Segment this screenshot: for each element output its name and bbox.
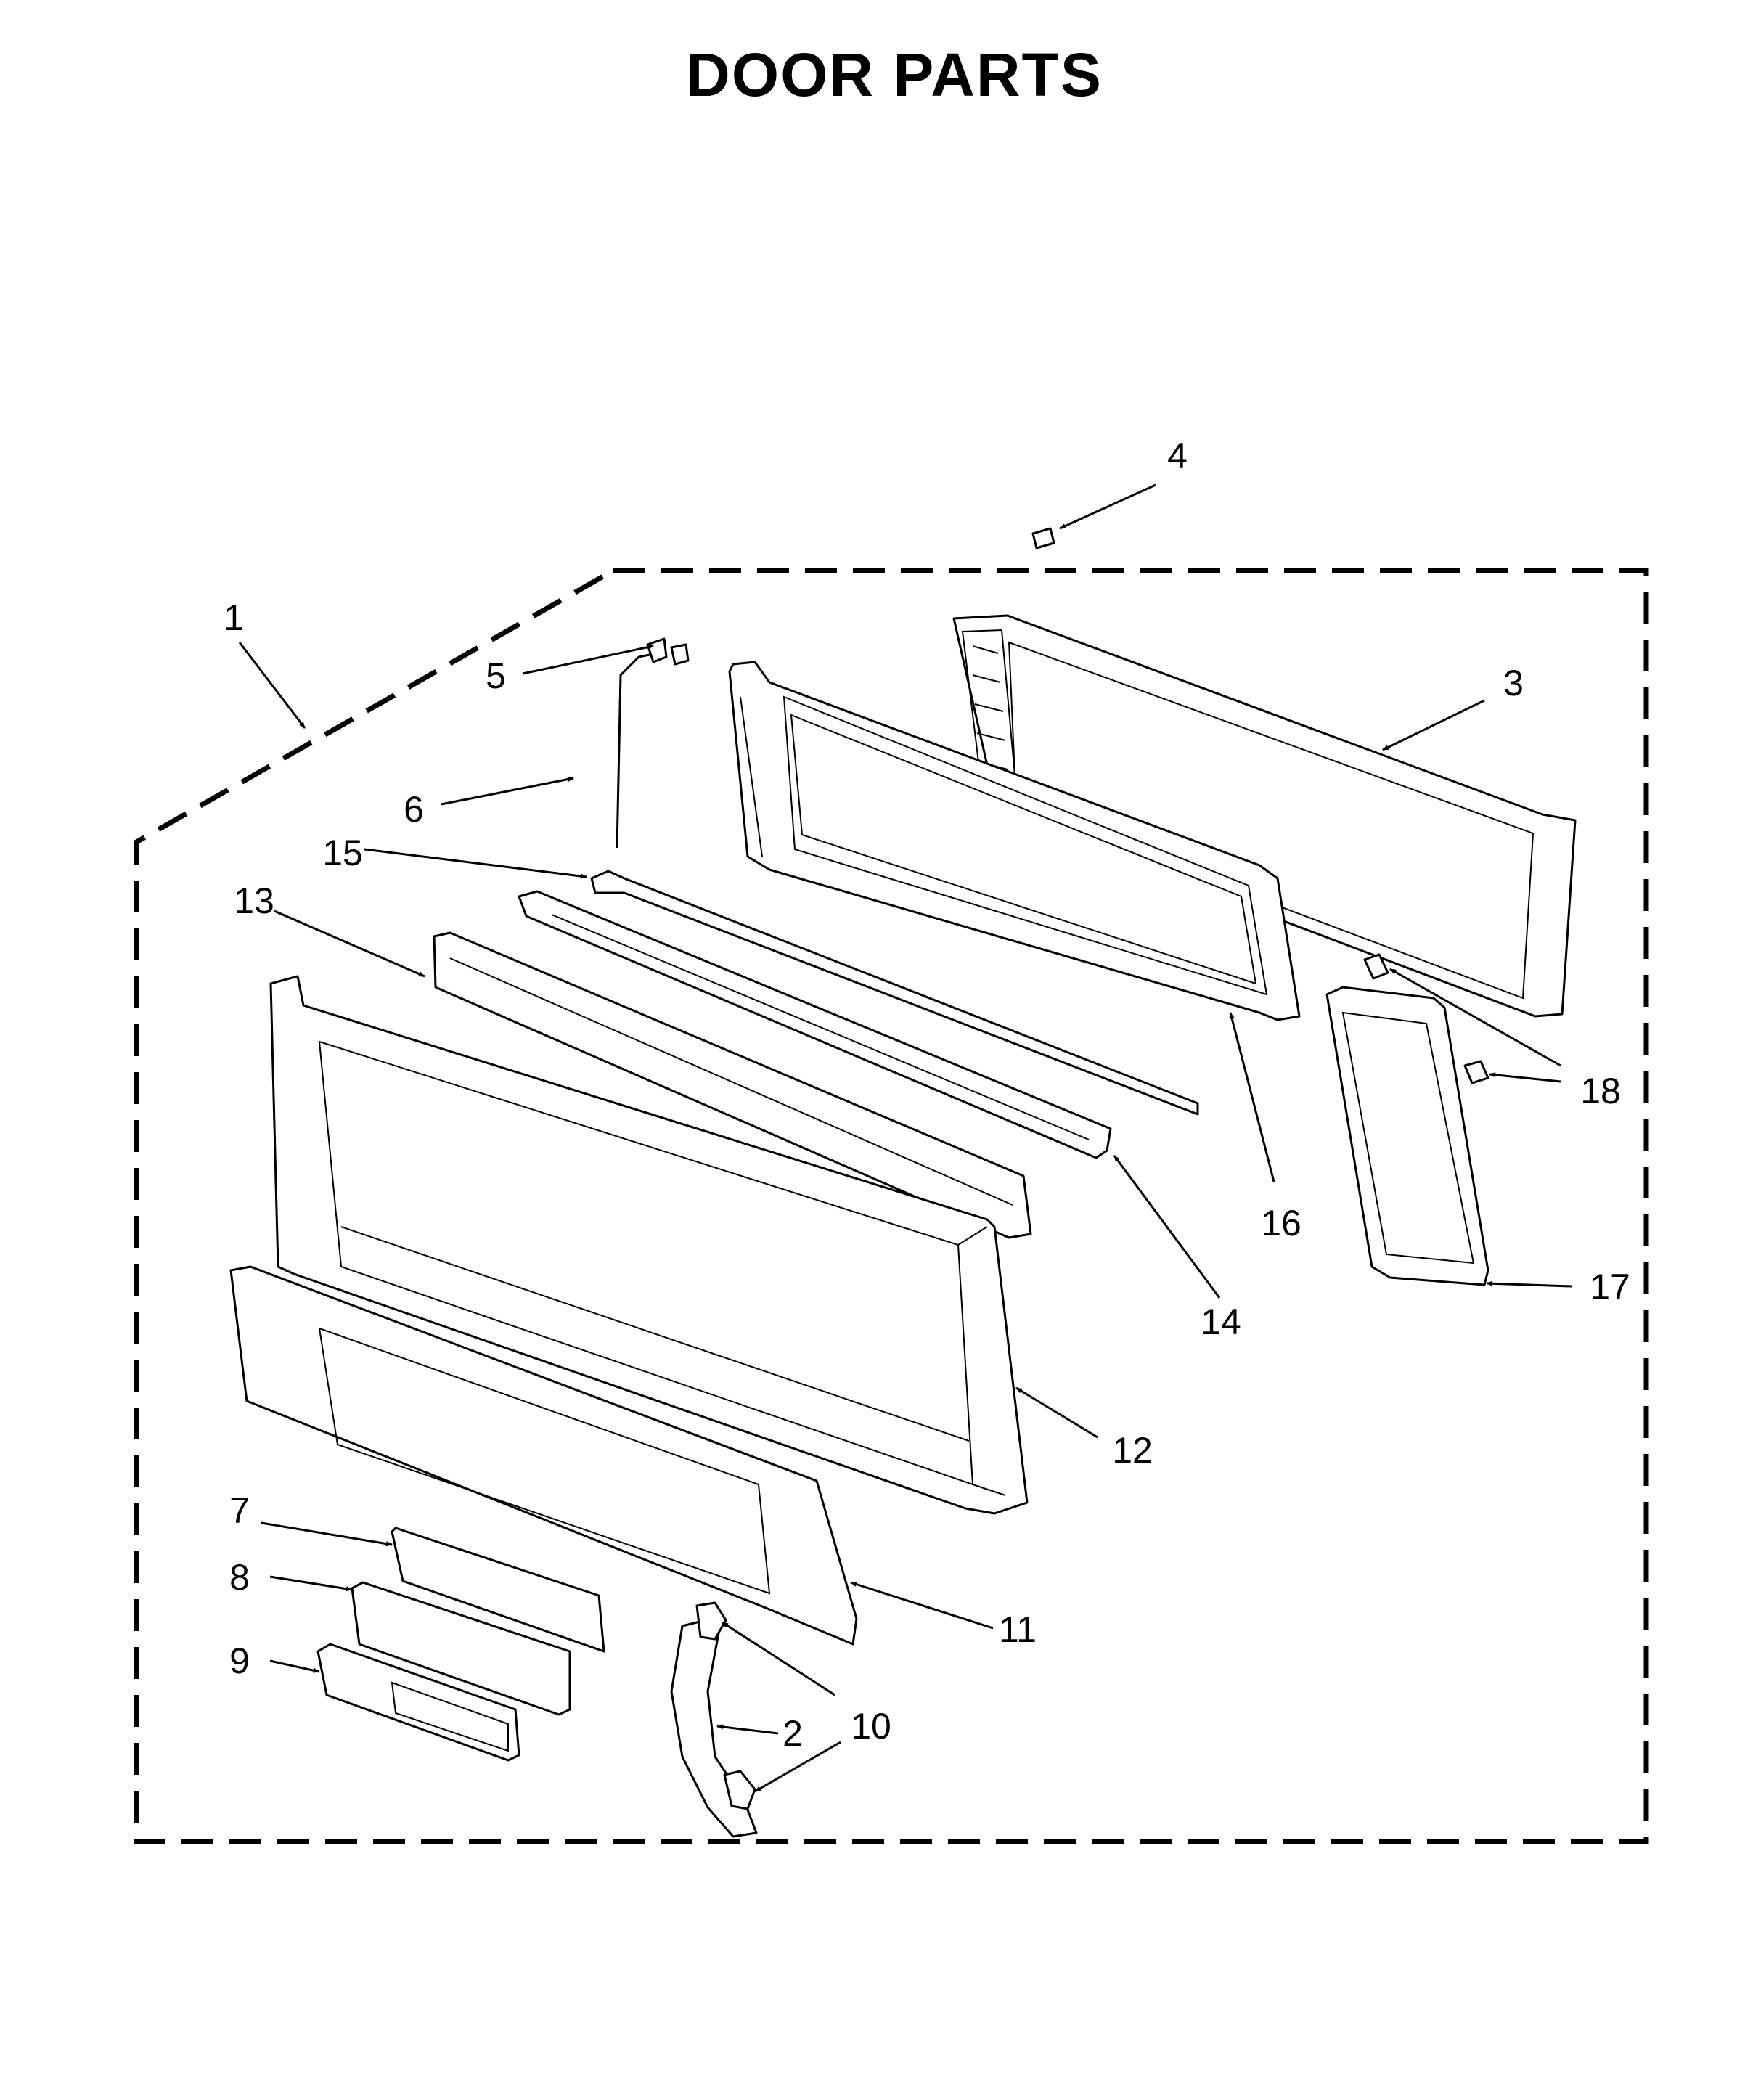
- part-11-glass-panel: [229, 1265, 858, 1646]
- leader-9: [269, 1659, 320, 1673]
- part-10-handle-cap-bottom: [723, 1770, 756, 1810]
- leader-3: [1382, 699, 1485, 751]
- callout-13: 13: [234, 881, 274, 921]
- callout-6: 6: [404, 789, 424, 830]
- callout-8: 8: [229, 1557, 250, 1598]
- callout-14: 14: [1201, 1302, 1241, 1342]
- leader-17: [1486, 1280, 1572, 1288]
- callout-4: 4: [1167, 436, 1188, 476]
- part-7-panel: [391, 1527, 605, 1653]
- leader-13: [274, 910, 425, 978]
- leader-6: [441, 777, 574, 806]
- callout-15: 15: [322, 833, 363, 873]
- callout-9: 9: [229, 1641, 250, 1681]
- part-10-handle-cap-top: [695, 1601, 727, 1641]
- leader-18a: [1389, 968, 1561, 1067]
- callout-labels: 1 2 3 4 5 6 7 8 9 10 11 12 13 14 15 16 1…: [224, 436, 1630, 1754]
- part-5-actuator: [646, 637, 690, 666]
- leader-lines: [238, 483, 1572, 1793]
- callout-7: 7: [229, 1490, 250, 1531]
- callout-16: 16: [1261, 1203, 1301, 1243]
- leader-15: [364, 848, 587, 879]
- leader-16: [1229, 1012, 1275, 1182]
- door-assembly-boundary: [134, 568, 1649, 1844]
- callout-11: 11: [999, 1609, 1037, 1650]
- leader-10a: [722, 1621, 835, 1696]
- callout-2: 2: [782, 1713, 803, 1754]
- leader-14: [1113, 1155, 1221, 1299]
- leader-12: [1015, 1386, 1098, 1439]
- part-16-inner-door: [728, 661, 1301, 1021]
- leader-10b: [754, 1741, 841, 1793]
- leader-7: [261, 1521, 393, 1547]
- callout-3: 3: [1503, 663, 1524, 703]
- part-9-display-board: [316, 1643, 520, 1762]
- callout-1: 1: [224, 597, 244, 638]
- leader-8: [269, 1575, 353, 1592]
- leader-5: [522, 645, 654, 675]
- callout-17: 17: [1590, 1267, 1630, 1307]
- leader-18b: [1489, 1072, 1561, 1083]
- leader-4: [1059, 483, 1156, 530]
- part-6-wire: [616, 652, 658, 849]
- leader-2: [716, 1724, 779, 1735]
- part-4-clip: [1031, 527, 1055, 549]
- part-18-clip-upper: [1363, 953, 1389, 980]
- part-18-clip-lower: [1463, 1060, 1489, 1084]
- callout-10: 10: [851, 1706, 891, 1746]
- part-14-bracket: [518, 890, 1112, 1159]
- part-12-front-frame: [269, 975, 1029, 1515]
- part-13-latch-bracket: [433, 931, 1032, 1239]
- part-17-side-trim: [1325, 986, 1489, 1286]
- callout-5: 5: [486, 655, 506, 696]
- leader-1: [238, 642, 306, 729]
- callout-18: 18: [1580, 1071, 1621, 1111]
- callout-12: 12: [1112, 1430, 1153, 1471]
- part-8-bracket: [351, 1581, 571, 1716]
- part-15-hinge-rod: [590, 870, 1199, 1116]
- diagram-title: DOOR PARTS: [686, 41, 1103, 109]
- leader-11: [850, 1581, 994, 1630]
